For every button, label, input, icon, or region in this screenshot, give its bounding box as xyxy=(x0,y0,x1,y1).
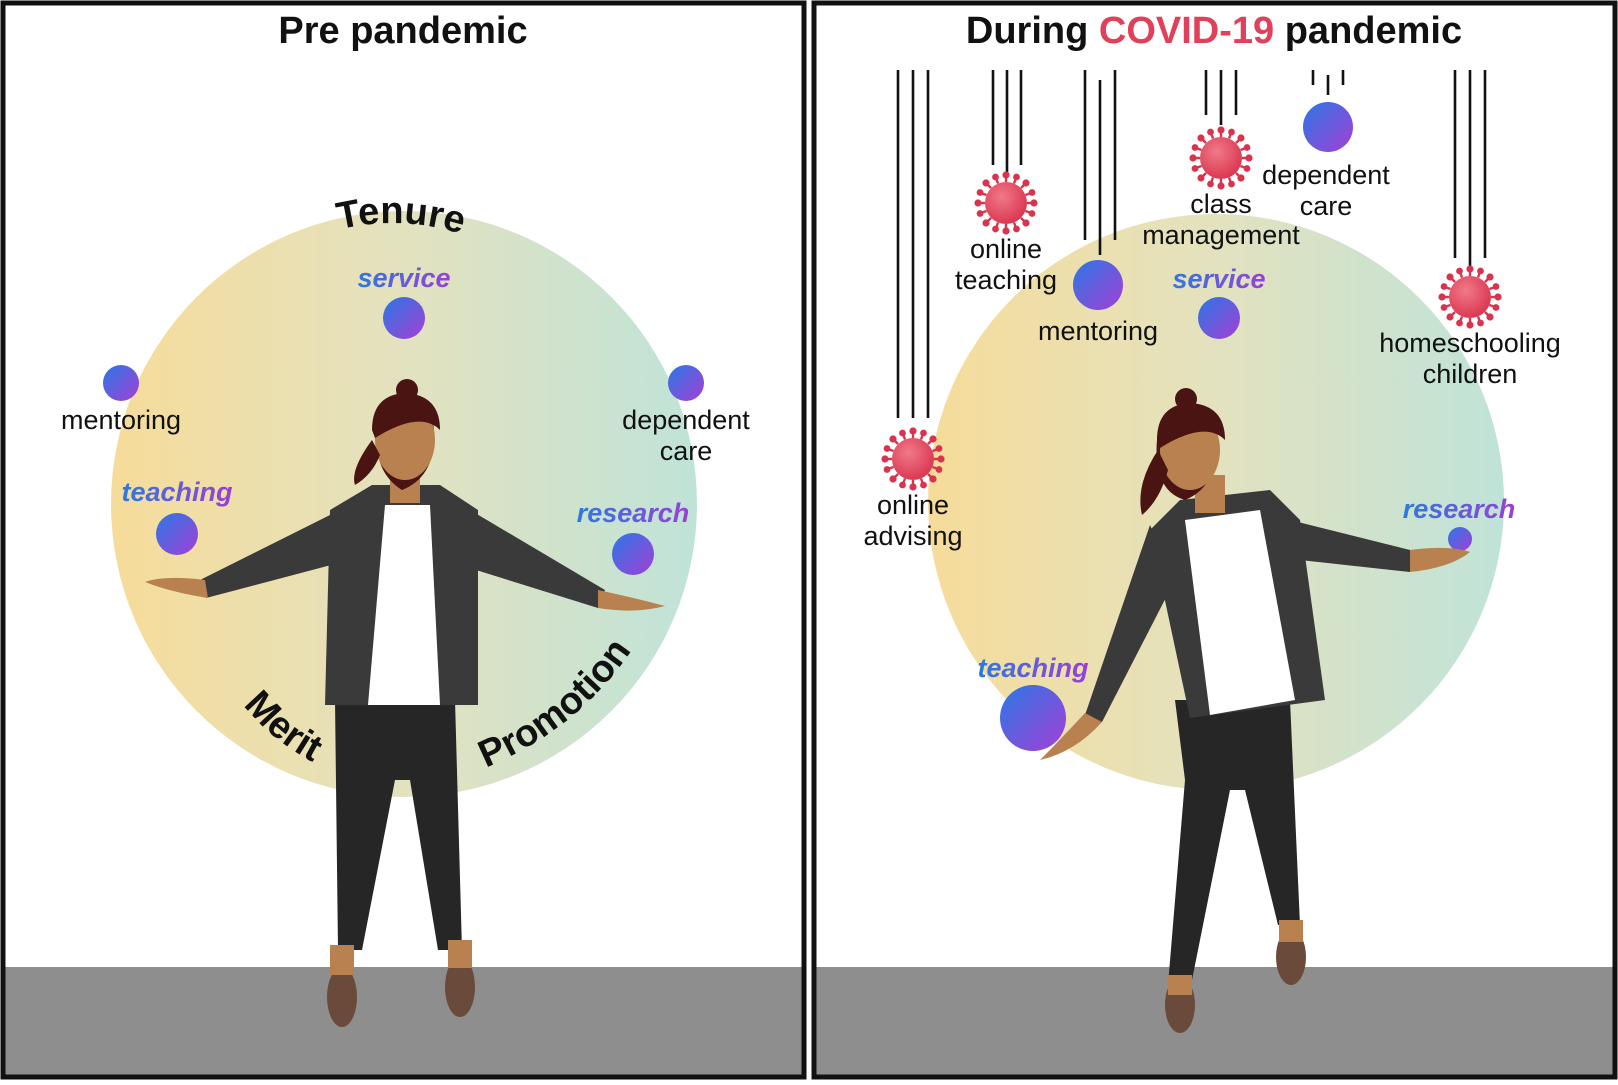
class-management-label-1: class xyxy=(1190,189,1252,219)
left-arm-l xyxy=(200,510,350,598)
left-mentoring-ball xyxy=(103,365,139,401)
right-mentoring-ball xyxy=(1073,260,1123,310)
online-advising-label-2: advising xyxy=(863,521,962,551)
panel-pre-pandemic: Pre pandemic Tenure Merit Promotion serv… xyxy=(0,0,807,1080)
virus-class-management xyxy=(1189,126,1253,190)
right-arm-l xyxy=(1085,525,1175,722)
right-floor xyxy=(816,967,1613,1075)
left-woman-figure xyxy=(145,379,665,1027)
left-mentoring-label: mentoring xyxy=(61,405,181,435)
panel-during-pandemic: During COVID-19 pandemic online teaching… xyxy=(811,0,1618,1080)
right-dependent-care-label-2: care xyxy=(1300,191,1353,221)
virus-online-teaching xyxy=(974,171,1038,235)
left-pants xyxy=(335,700,462,950)
left-research-ball xyxy=(612,533,654,575)
left-dependent-care-label-2: care xyxy=(660,436,713,466)
right-shirt xyxy=(1185,510,1295,715)
right-service-ball xyxy=(1198,297,1240,339)
virus-homeschooling xyxy=(1438,265,1502,329)
right-arm-r xyxy=(1290,520,1410,572)
right-teaching-ball xyxy=(1000,685,1066,751)
left-arm-r xyxy=(460,510,605,608)
right-service-label: service xyxy=(1172,264,1265,294)
left-service-ball xyxy=(383,297,425,339)
right-woman-figure xyxy=(1040,388,1470,1033)
homeschooling-label-2: children xyxy=(1423,359,1518,389)
class-management-label-2: management xyxy=(1142,220,1300,250)
left-teaching-label: teaching xyxy=(121,477,233,507)
right-research-ball xyxy=(1448,527,1472,551)
left-shoe-l xyxy=(327,967,357,1027)
right-hand-r xyxy=(1410,547,1470,572)
right-teaching-label: teaching xyxy=(977,653,1089,683)
left-panel-title: Pre pandemic xyxy=(278,10,527,52)
virus-online-advising xyxy=(881,427,945,491)
right-hair-bun xyxy=(1175,388,1197,410)
left-floor xyxy=(5,967,802,1075)
left-research-label: research xyxy=(577,498,690,528)
right-pants xyxy=(1168,700,1300,990)
right-dependent-care-ball xyxy=(1303,102,1353,152)
right-hand-l xyxy=(1040,713,1102,760)
right-dependent-care-label-1: dependent xyxy=(1262,160,1390,190)
left-shirt xyxy=(368,505,440,705)
left-teaching-ball xyxy=(156,513,198,555)
left-hair-bun xyxy=(396,379,418,401)
falling-motion-lines xyxy=(896,70,1487,418)
left-dependent-care-ball xyxy=(668,365,704,401)
left-hair-top xyxy=(372,393,440,438)
online-advising-label-1: online xyxy=(877,490,949,520)
left-hand-r xyxy=(598,590,665,611)
right-mentoring-label: mentoring xyxy=(1038,316,1158,346)
left-hand-l xyxy=(145,577,208,598)
online-teaching-label-2: teaching xyxy=(955,265,1057,295)
right-shoe-r xyxy=(1276,929,1306,985)
right-research-label: research xyxy=(1403,494,1516,524)
right-panel-title: During COVID-19 pandemic xyxy=(966,10,1462,52)
homeschooling-label-1: homeschooling xyxy=(1379,328,1561,358)
online-teaching-label-1: online xyxy=(970,234,1042,264)
left-dependent-care-label-1: dependent xyxy=(622,405,750,435)
right-hair-top xyxy=(1157,403,1225,448)
left-shoe-r xyxy=(445,957,475,1017)
left-service-label: service xyxy=(357,263,450,293)
